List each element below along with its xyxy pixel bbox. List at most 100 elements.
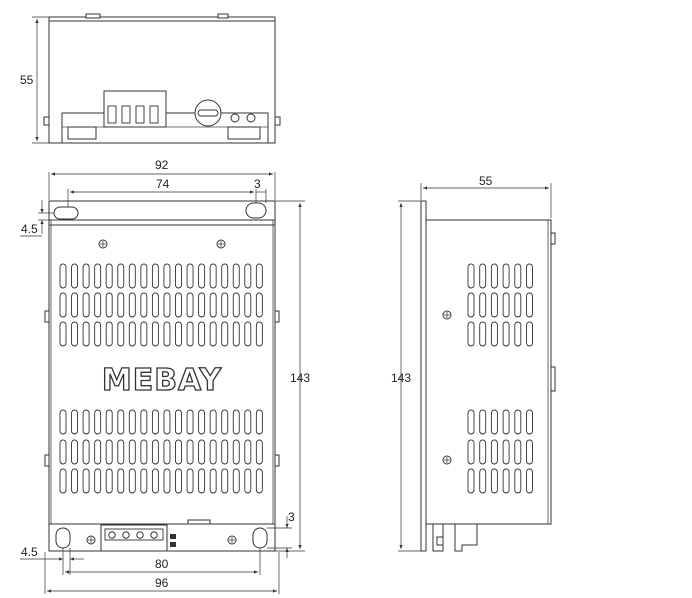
vent-slot [59, 439, 67, 465]
vent-slot [198, 409, 206, 435]
vent-slot [175, 321, 182, 347]
vent-slot [502, 292, 510, 318]
vent-slot [140, 263, 148, 289]
vent-slot [151, 468, 159, 494]
vent-slot [244, 409, 252, 435]
vent-slot [198, 321, 206, 347]
vent-slot [526, 263, 533, 289]
vent-slot [186, 321, 194, 347]
screw [216, 239, 226, 249]
vent-slot [502, 321, 510, 347]
vent-slot [140, 321, 148, 347]
vent-slot [71, 292, 79, 318]
vent-slot [59, 468, 67, 494]
overall-width-dim-label: 96 [155, 576, 169, 590]
front-height-dim-label: 143 [290, 371, 310, 385]
vent-slot [128, 321, 136, 347]
vent-slot [117, 292, 125, 318]
vent-slot [209, 409, 217, 435]
vent-slot [514, 321, 522, 347]
vent-slot [59, 263, 67, 289]
vent-slot [526, 409, 533, 435]
vent-slot [105, 468, 113, 494]
vent-slot [140, 468, 148, 494]
vent-slot [467, 409, 475, 435]
vent-slot [163, 468, 171, 494]
vent-slot [186, 468, 194, 494]
side-view: 55 143 [391, 174, 556, 552]
vent-slot [151, 409, 159, 435]
vent-slot [255, 263, 263, 289]
side-depth-dim-label: 55 [479, 174, 493, 188]
vent-slot [479, 292, 487, 318]
vent-slot [255, 409, 263, 435]
vent-slot [186, 439, 194, 465]
vent-slot [467, 321, 475, 347]
vent-slot [82, 263, 90, 289]
vent-slot [198, 468, 206, 494]
vent-slot [502, 409, 510, 435]
vent-slot [526, 439, 533, 465]
vent-slot [117, 468, 125, 494]
vent-slot [175, 292, 182, 318]
screw [86, 535, 96, 545]
vent-slot [82, 409, 90, 435]
vent-slot [59, 409, 67, 435]
vent-slot [163, 321, 171, 347]
vent-slot [526, 321, 533, 347]
vent-slot [82, 439, 90, 465]
side-flange [420, 200, 427, 552]
vent-slot [163, 409, 171, 435]
vent-slot [255, 439, 263, 465]
vent-slot [209, 292, 217, 318]
slot-width-bottom-dim-label: 3 [288, 510, 295, 524]
vent-slot [244, 468, 252, 494]
vent-slot [186, 263, 194, 289]
vent-slot [232, 292, 240, 318]
vent-slot [255, 321, 263, 347]
vent-slot [232, 409, 240, 435]
vent-slot [514, 409, 522, 435]
vent-slot [209, 321, 217, 347]
vent-slot [255, 468, 263, 494]
slot-width-top-dim-label: 3 [254, 177, 261, 191]
vent-slot [105, 409, 113, 435]
vent-slot [128, 263, 136, 289]
vent-slot [163, 292, 171, 318]
hole-spacing-top-dim-label: 74 [156, 177, 170, 191]
vent-slot [514, 439, 522, 465]
vent-slot [117, 439, 125, 465]
vent-slot [221, 468, 229, 494]
vent-slot [105, 321, 113, 347]
vent-slot [71, 409, 79, 435]
top-view: 55 [20, 13, 281, 144]
vent-slot [244, 321, 252, 347]
vent-slot [502, 468, 510, 494]
left-offset-bottom-dim-label: 4.5 [21, 545, 38, 559]
vent-slot [175, 439, 182, 465]
vent-slot [105, 292, 113, 318]
vent-slot [526, 292, 533, 318]
vent-slot [244, 263, 252, 289]
screw [227, 535, 237, 545]
vent-slot [82, 468, 90, 494]
vent-slot [94, 468, 102, 494]
vent-slot [128, 439, 136, 465]
left-offset-top-dim-label: 4.5 [21, 222, 38, 236]
vent-slot [490, 292, 498, 318]
vent-slot [163, 263, 171, 289]
vent-slot [117, 321, 125, 347]
vent-slot [209, 468, 217, 494]
vent-slot [71, 263, 79, 289]
vent-slot [59, 292, 67, 318]
vent-slot [71, 439, 79, 465]
vent-slot [467, 439, 475, 465]
vent-slot [479, 263, 487, 289]
vent-slot [490, 263, 498, 289]
vent-slot [175, 468, 182, 494]
vent-slot [94, 321, 102, 347]
vent-slot [71, 468, 79, 494]
vent-slot [140, 409, 148, 435]
vent-slot [94, 263, 102, 289]
vent-slot [140, 292, 148, 318]
